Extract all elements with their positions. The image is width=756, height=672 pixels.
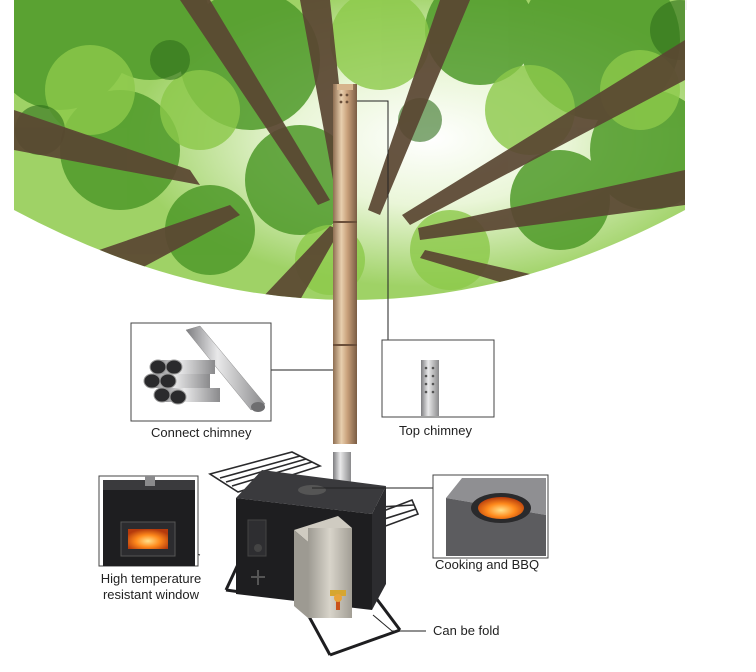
window-label-line1: High temperature [100,571,202,586]
wood-stove [208,451,420,657]
can-be-fold-label: Can be fold [433,623,500,638]
cooking-bbq-label: Cooking and BBQ [435,557,540,572]
top-chimney-inset [381,339,495,418]
chimney-pipe [333,84,357,482]
top-chimney-leader [357,100,389,340]
connect-chimney-label: Connect chimney [151,425,252,440]
top-chimney-label: Top chimney [399,423,472,438]
window-inset [98,475,199,567]
connect-chimney-inset [130,322,272,422]
fold-leader [372,614,426,632]
window-label-line2: resistant window [102,587,200,602]
cooking-bbq-inset [432,474,549,559]
